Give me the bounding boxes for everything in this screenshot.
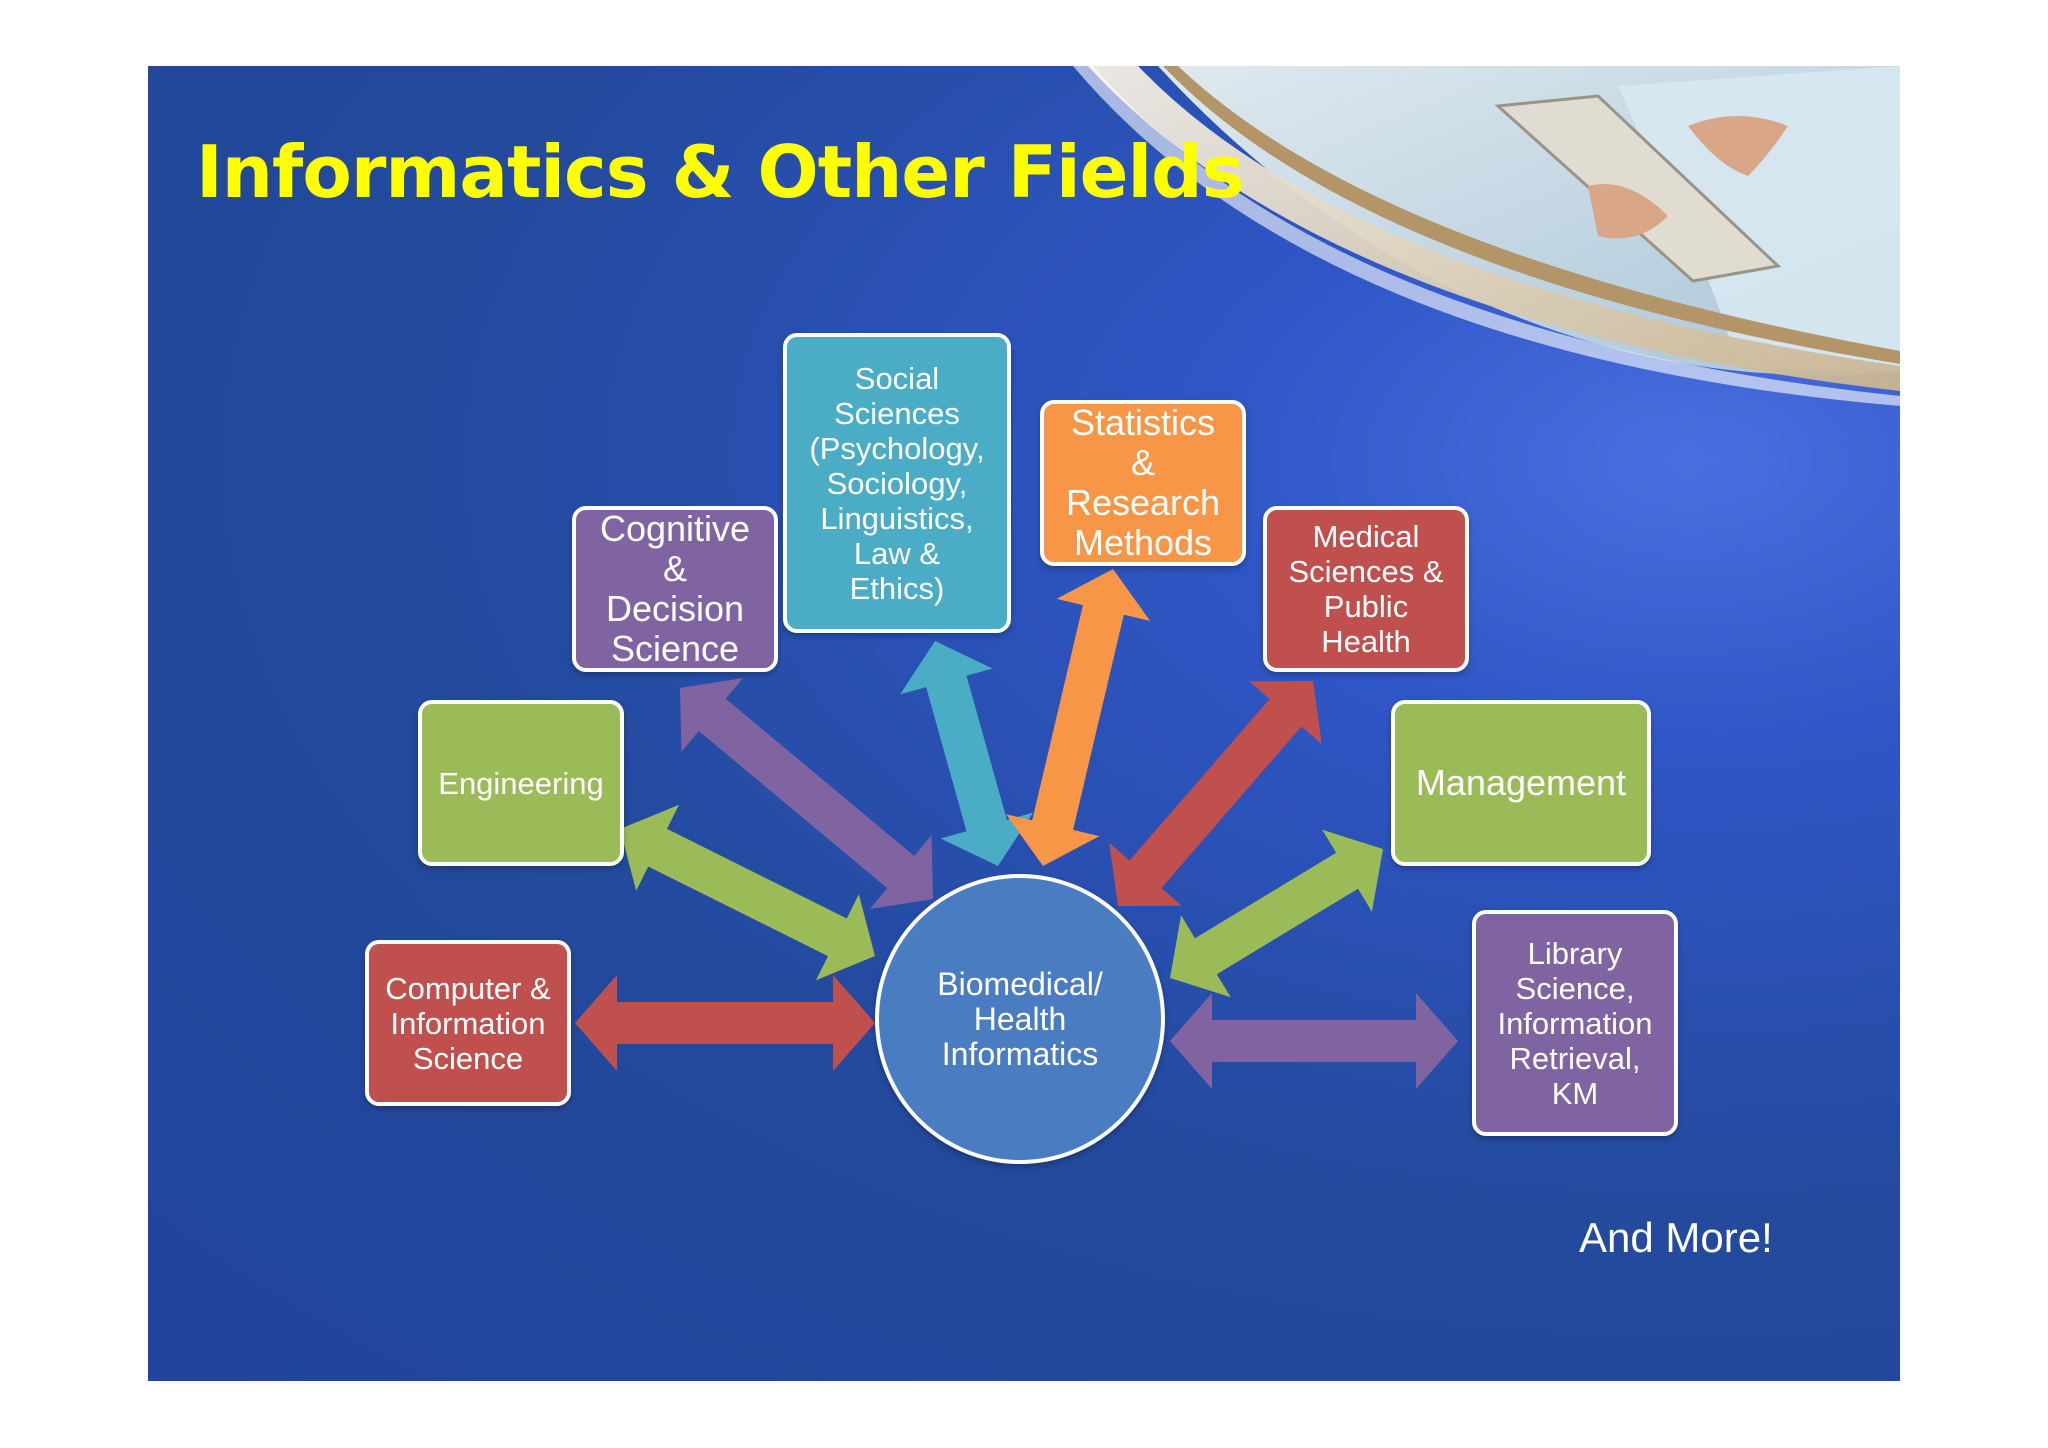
double-arrow-0 [575,975,875,1071]
field-medical-sciences-public-health: Medical Sciences & Public Health [1263,506,1469,672]
center-node-biomedical-health-informatics: Biomedical/ Health Informatics [875,874,1165,1164]
field-label: Management [1415,762,1627,803]
double-arrow-6 [1170,829,1383,998]
field-label: Library Science, Information Retrieval, … [1497,935,1653,1111]
field-label: Cognitive & Decision Science [599,508,751,669]
field-label: Computer & Information Science [385,970,551,1076]
double-arrow-4 [1005,569,1151,866]
field-library-science: Library Science, Information Retrieval, … [1472,910,1678,1136]
field-engineering: Engineering [418,700,624,866]
field-statistics-research-methods: Statistics & Research Methods [1040,400,1246,566]
field-label: Statistics & Research Methods [1065,402,1221,563]
slide-title: Informatics & Other Fields [196,130,1245,214]
field-label: Social Sciences (Psychology, Sociology, … [809,360,985,606]
double-arrow-3 [900,641,1033,866]
field-social-sciences: Social Sciences (Psychology, Sociology, … [783,333,1011,633]
double-arrow-5 [1109,681,1322,906]
tablet-photo-decoration [1073,66,1900,406]
slide: Informatics & Other Fields Computer & In… [148,66,1900,1381]
field-label: Medical Sciences & Public Health [1288,519,1444,659]
field-cognitive-decision-science: Cognitive & Decision Science [572,506,778,672]
double-arrow-7 [1170,993,1458,1089]
field-label: Engineering [438,765,604,801]
center-label: Biomedical/ Health Informatics [937,965,1103,1072]
field-management: Management [1391,700,1651,866]
double-arrow-2 [680,678,933,909]
double-arrow-1 [620,804,875,981]
field-computer-information-science: Computer & Information Science [365,940,571,1106]
and-more-note: And More! [1579,1214,1773,1261]
connector-arrows [575,569,1458,1089]
